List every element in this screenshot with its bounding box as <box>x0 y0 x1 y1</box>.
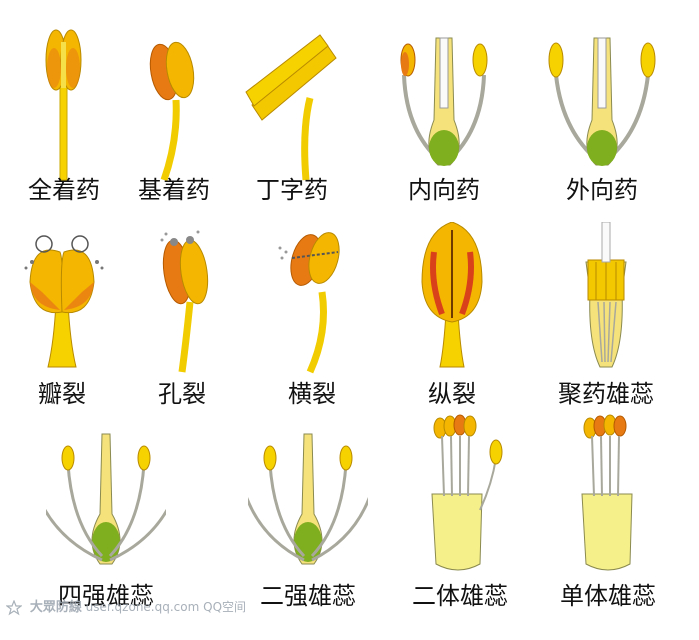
base-attached-anther-icon <box>149 41 195 182</box>
syngenesious-stamen-icon <box>585 222 627 368</box>
monadelphous-stamen-icon <box>581 414 633 571</box>
basifixed-full-anther-icon <box>45 29 82 181</box>
didynamous-stamen-icon <box>248 433 368 565</box>
watermark-extra: QQ空间 <box>203 600 247 614</box>
cell-valvular: 瓣裂 <box>2 222 122 422</box>
versatile-anther-icon <box>245 34 337 181</box>
label-poricidal: 孔裂 <box>158 380 206 408</box>
label-extrorse-anther: 外向药 <box>566 176 638 204</box>
label-monadelphous: 单体雄蕊 <box>560 582 656 610</box>
diadelphous-stamen-icon <box>431 414 503 571</box>
watermark-main: 大眾防線 <box>29 600 82 615</box>
cell-monadelphous: 单体雄蕊 <box>548 414 668 614</box>
label-transverse: 横裂 <box>288 380 336 408</box>
cell-versatile-anther: 丁字药 <box>232 20 352 220</box>
cell-base-anther: 基着药 <box>114 20 234 220</box>
cell-extrorse-anther: 外向药 <box>542 20 662 220</box>
cell-diadelphous: 二体雄蕊 <box>400 414 520 614</box>
star-logo-icon <box>5 598 23 616</box>
cell-longitudinal: 纵裂 <box>392 222 512 422</box>
watermark: 大眾防線 user.qzone.qq.com QQ空间 <box>5 596 247 616</box>
label-syngenesious: 聚药雄蕊 <box>558 380 654 408</box>
label-versatile-anther: 丁字药 <box>256 176 328 204</box>
label-tetradynamous: 四强雄蕊 <box>58 582 154 610</box>
transverse-dehiscence-icon <box>278 232 340 374</box>
longitudinal-dehiscence-icon <box>421 222 483 368</box>
poricidal-dehiscence-icon <box>160 230 209 373</box>
label-longitudinal: 纵裂 <box>428 380 476 408</box>
label-diadelphous: 二体雄蕊 <box>412 582 508 610</box>
watermark-sub: user.qzone.qq.com <box>85 600 200 614</box>
label-didynamous: 二强雄蕊 <box>260 582 356 610</box>
cell-didynamous: 二强雄蕊 <box>248 424 368 624</box>
cell-syngenesious: 聚药雄蕊 <box>546 222 666 422</box>
cell-transverse: 横裂 <box>252 222 372 422</box>
tetradynamous-stamen-icon <box>46 433 166 565</box>
cell-introrse-anther: 内向药 <box>384 20 504 220</box>
introrse-anther-icon <box>400 37 488 166</box>
valvular-dehiscence-icon <box>24 235 104 368</box>
label-valvular: 瓣裂 <box>38 380 86 408</box>
cell-full-anther: 全着药 <box>4 20 124 220</box>
cell-poricidal: 孔裂 <box>122 222 242 422</box>
extrorse-anther-icon <box>548 37 656 166</box>
label-full-anther: 全着药 <box>28 176 100 204</box>
cell-tetradynamous: 四强雄蕊 <box>46 424 166 624</box>
label-base-anther: 基着药 <box>138 176 210 204</box>
label-introrse-anther: 内向药 <box>408 176 480 204</box>
